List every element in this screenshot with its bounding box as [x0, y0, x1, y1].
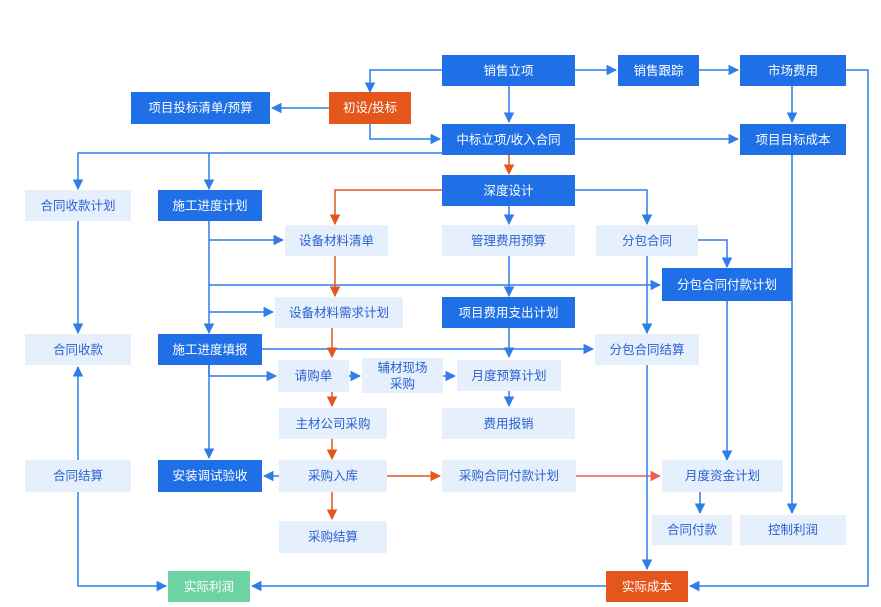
node-contract-settlement[interactable]: 合同结算 — [25, 460, 131, 492]
node-sales-tracking[interactable]: 销售跟踪 — [618, 55, 699, 86]
node-actual-cost[interactable]: 实际成本 — [606, 571, 688, 602]
node-actual-profit[interactable]: 实际利润 — [168, 571, 250, 602]
node-subcontract[interactable]: 分包合同 — [596, 225, 698, 256]
node-market-cost[interactable]: 市场费用 — [740, 55, 846, 86]
node-construction-schedule-plan[interactable]: 施工进度计划 — [158, 190, 262, 221]
node-construction-progress-report[interactable]: 施工进度填报 — [158, 334, 262, 365]
node-install-acceptance[interactable]: 安装调试验收 — [158, 460, 262, 492]
node-purchase-request[interactable]: 请购单 — [278, 360, 349, 392]
node-monthly-budget-plan[interactable]: 月度预算计划 — [457, 360, 561, 391]
node-purchase-settlement[interactable]: 采购结算 — [279, 521, 387, 553]
node-initial-bid[interactable]: 初设/投标 — [329, 92, 411, 124]
node-purchase-payment-plan[interactable]: 采购合同付款计划 — [442, 460, 576, 492]
node-equipment-demand-plan[interactable]: 设备材料需求计划 — [275, 297, 403, 328]
node-contract-collection-plan[interactable]: 合同收款计划 — [25, 190, 131, 221]
node-sales-project[interactable]: 销售立项 — [442, 55, 575, 86]
edge-award-to-collection-plan — [72, 152, 442, 191]
node-mgmt-budget[interactable]: 管理费用预算 — [442, 225, 575, 256]
node-award-contract[interactable]: 中标立项/收入合同 — [442, 124, 575, 155]
edge-initial-to-award — [369, 124, 442, 145]
edge-design-to-subcontract — [575, 189, 653, 226]
node-aux-material-purchase[interactable]: 辅材现场 采购 — [362, 358, 443, 393]
node-bid-list[interactable]: 项目投标清单/预算 — [131, 92, 270, 124]
node-expense-reimbursement[interactable]: 费用报销 — [442, 408, 575, 439]
edge-settlement-to-profit — [77, 492, 168, 592]
node-subcontract-payment-plan[interactable]: 分包合同付款计划 — [662, 268, 792, 301]
node-control-profit[interactable]: 控制利润 — [740, 515, 846, 545]
node-monthly-fund-plan[interactable]: 月度资金计划 — [662, 460, 783, 492]
node-contract-collection[interactable]: 合同收款 — [25, 334, 131, 365]
node-deep-design[interactable]: 深度设计 — [442, 175, 575, 206]
node-target-cost[interactable]: 项目目标成本 — [740, 124, 846, 155]
edge-sales-to-initial — [364, 69, 442, 94]
node-main-material-purchase[interactable]: 主材公司采购 — [279, 408, 387, 439]
edge-market-to-actual-cost — [688, 69, 869, 592]
aux-material-line1: 辅材现场 — [377, 359, 428, 375]
node-equipment-list[interactable]: 设备材料清单 — [285, 225, 388, 256]
aux-material-line2: 采购 — [389, 375, 415, 391]
node-contract-payment[interactable]: 合同付款 — [652, 515, 732, 545]
node-purchase-inbound[interactable]: 采购入库 — [279, 460, 387, 492]
edge-design-to-equipment — [329, 189, 442, 226]
node-project-expense-plan[interactable]: 项目费用支出计划 — [442, 297, 575, 328]
node-subcontract-settlement[interactable]: 分包合同结算 — [595, 334, 699, 365]
edge-subcontract-to-subpay — [698, 239, 733, 269]
edge-progress-to-request — [208, 365, 278, 382]
